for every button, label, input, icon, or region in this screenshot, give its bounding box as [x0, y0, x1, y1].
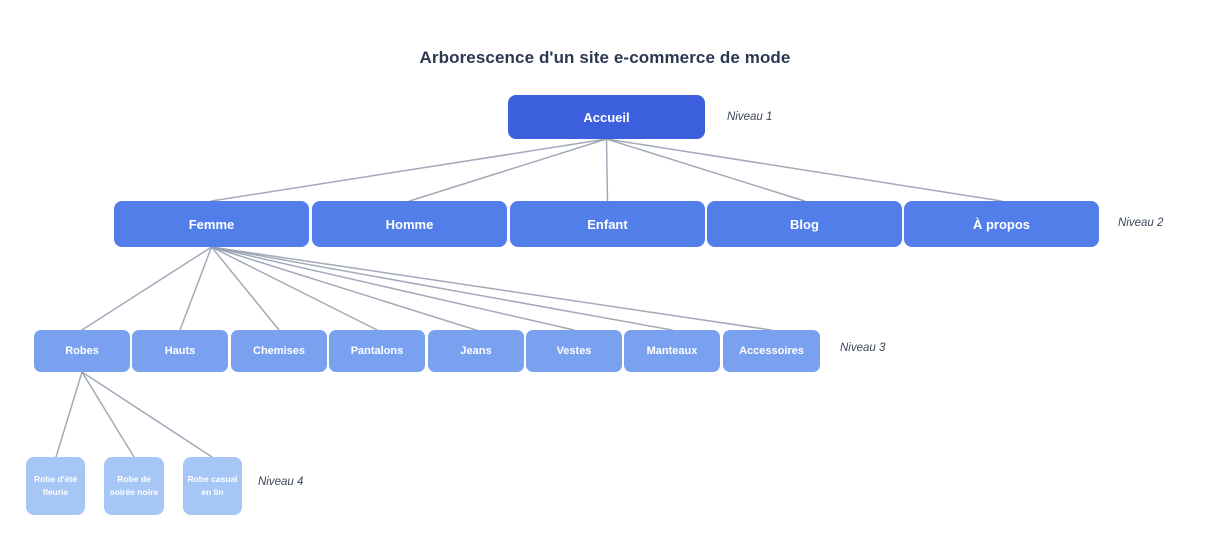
node-pantalons: Pantalons: [329, 330, 425, 372]
node-manteaux-label: Manteaux: [646, 345, 698, 357]
connector-accueil-femme: [210, 138, 608, 202]
connector-femme-jeans: [210, 246, 477, 331]
node-femme: Femme: [114, 201, 309, 247]
connector-accueil-apropos: [605, 138, 1003, 202]
level-4-label: Niveau 4: [258, 476, 304, 488]
connector-femme-vestes: [210, 246, 575, 331]
node-hauts: Hauts: [132, 330, 228, 372]
node-homme-label: Homme: [385, 216, 434, 232]
node-homme: Homme: [312, 201, 507, 247]
node-pantalons-label: Pantalons: [350, 345, 404, 357]
node-enfant-label: Enfant: [587, 216, 628, 232]
connector-femme-chemises: [210, 246, 280, 331]
node-vestes-label: Vestes: [556, 345, 592, 357]
node-robe-soiree-noire: Robe de soirée noire: [104, 457, 164, 515]
level-3-label: Niveau 3: [840, 342, 886, 354]
node-jeans-label: Jeans: [460, 345, 492, 357]
node-apropos: À propos: [904, 201, 1099, 247]
node-vestes: Vestes: [526, 330, 622, 372]
node-chemises: Chemises: [231, 330, 327, 372]
node-robe-ete-fleurie-label: Robe d'été fleurie: [33, 473, 78, 497]
node-accessoires: Accessoires: [723, 330, 820, 372]
node-chemises-label: Chemises: [253, 345, 305, 357]
connector-robes-robe-ete: [55, 371, 83, 458]
connector-femme-accessoires: [210, 246, 772, 331]
connector-femme-hauts: [179, 246, 213, 331]
node-blog: Blog: [707, 201, 902, 247]
node-accessoires-label: Accessoires: [739, 345, 804, 357]
node-femme-label: Femme: [188, 216, 235, 232]
node-robe-casual-lin: Robe casual en lin: [183, 457, 242, 515]
connector-femme-robes: [81, 246, 213, 331]
node-accueil: Accueil: [508, 95, 705, 139]
node-apropos-label: À propos: [972, 216, 1031, 232]
node-enfant: Enfant: [510, 201, 705, 247]
node-robe-soiree-noire-label: Robe de soirée noire: [109, 473, 159, 497]
connector-femme-pantalons: [210, 246, 378, 331]
connector-robes-robe-casual: [81, 371, 213, 458]
connector-accueil-homme: [408, 138, 608, 202]
connector-accueil-blog: [605, 138, 806, 202]
node-blog-label: Blog: [790, 216, 819, 232]
node-robes-label: Robes: [65, 345, 99, 357]
level-2-label: Niveau 2: [1118, 217, 1164, 229]
node-robe-ete-fleurie: Robe d'été fleurie: [26, 457, 85, 515]
level-1-label: Niveau 1: [727, 111, 773, 123]
node-manteaux: Manteaux: [624, 330, 720, 372]
node-jeans: Jeans: [428, 330, 524, 372]
node-robes: Robes: [34, 330, 130, 372]
node-robe-casual-lin-label: Robe casual en lin: [187, 473, 238, 497]
node-hauts-label: Hauts: [164, 345, 196, 357]
node-accueil-label: Accueil: [583, 109, 630, 125]
connector-accueil-enfant: [605, 138, 609, 202]
diagram-title: Arborescence d'un site e-commerce de mod…: [419, 48, 791, 67]
connector-robes-robe-soiree: [81, 371, 135, 458]
connector-femme-manteaux: [210, 246, 673, 331]
